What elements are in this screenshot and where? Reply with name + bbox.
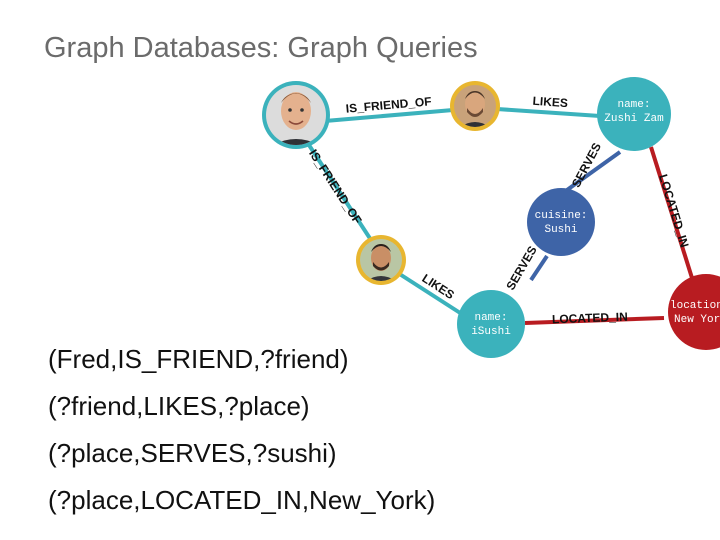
person-node-3: [356, 235, 406, 285]
edge-label-located-in-1: LOCATED_IN: [656, 173, 692, 250]
query-line: (Fred,IS_FRIEND,?friend): [48, 344, 349, 374]
node-cuisine-sushi-line2: Sushi: [544, 224, 577, 236]
edge-likes-1: [496, 107, 601, 118]
query-line: (?friend,LIKES,?place): [48, 391, 310, 421]
edge-label-located-in-2: LOCATED_IN: [552, 310, 628, 327]
node-location-new-york: location New York: [668, 274, 720, 350]
edge-located-in-2: [524, 316, 665, 325]
node-cuisine-sushi: cuisine: Sushi: [527, 188, 595, 256]
page-title: Graph Databases: Graph Queries: [44, 32, 478, 64]
edge-located-in-1: [649, 146, 694, 279]
node-isushi: name: iSushi: [457, 290, 525, 358]
person-photo-icon: [266, 85, 326, 145]
node-cuisine-sushi-line1: cuisine:: [535, 210, 588, 222]
node-zushi-zam-line1: name:: [617, 99, 650, 111]
edge-serves-1: [565, 150, 622, 192]
edge-is-friend-of-1: [324, 108, 454, 123]
query-list: (Fred,IS_FRIEND,?friend) (?friend,LIKES,…: [48, 336, 435, 524]
edge-label-serves-2: SERVES: [503, 244, 539, 293]
person-node-1: [262, 81, 330, 149]
edge-label-likes-1: LIKES: [532, 94, 568, 110]
person-node-2: [450, 81, 500, 131]
node-location-new-york-line2: New York: [674, 314, 720, 326]
node-zushi-zam-line2: Zushi Zam: [604, 113, 664, 125]
node-location-new-york-line1: location: [670, 300, 720, 312]
edge-is-friend-of-2: [305, 140, 373, 242]
node-zushi-zam: name: Zushi Zam: [597, 77, 671, 151]
node-isushi-line2: iSushi: [471, 326, 511, 338]
edge-likes-2: [396, 271, 470, 320]
edge-label-is-friend-of-2: IS_FRIEND_OF: [306, 147, 365, 227]
node-isushi-line1: name:: [474, 312, 507, 324]
edge-serves-2: [529, 254, 549, 282]
query-line: (?place,LOCATED_IN,New_York): [48, 485, 436, 515]
query-line: (?place,SERVES,?sushi): [48, 438, 337, 468]
